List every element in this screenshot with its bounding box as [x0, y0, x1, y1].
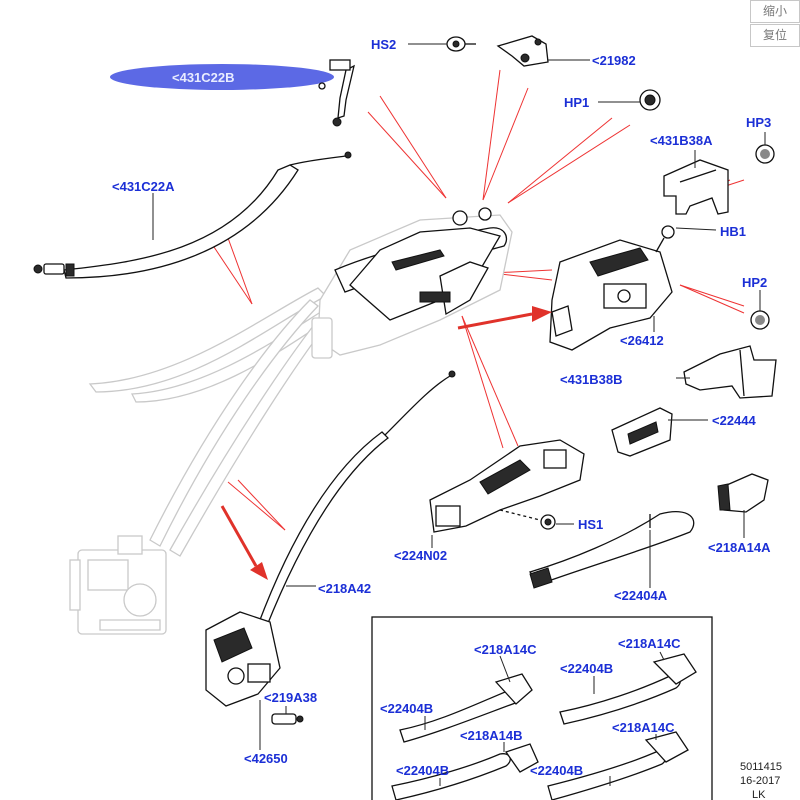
- label-218A14C-1[interactable]: <218A14C: [474, 642, 537, 657]
- label-22404B-1[interactable]: <22404B: [560, 661, 613, 676]
- part-hp1-plug: [639, 89, 661, 111]
- inset-handles: [391, 653, 697, 800]
- label-218A14A[interactable]: <218A14A: [708, 540, 771, 555]
- reference-date: 16-2017: [740, 775, 780, 787]
- label-431C22A[interactable]: <431C22A: [112, 179, 175, 194]
- part-22404A-handle: [528, 511, 695, 589]
- ghost-latch-module: [69, 535, 167, 635]
- label-218A42[interactable]: <218A42: [318, 581, 371, 596]
- part-431C22A-cable: [33, 151, 352, 279]
- label-hs1[interactable]: HS1: [578, 517, 603, 532]
- label-21982[interactable]: <21982: [592, 53, 636, 68]
- label-22404B-3[interactable]: <22404B: [396, 763, 449, 778]
- part-431C22B-rod: [318, 59, 355, 127]
- part-hs2-screw: [446, 36, 476, 52]
- part-224N02-carrier: [429, 439, 585, 533]
- label-26412[interactable]: <26412: [620, 333, 664, 348]
- exterior-handle-frame: [334, 207, 508, 321]
- part-218A42-cable: [257, 370, 456, 629]
- part-218A14A-cap: [717, 473, 769, 513]
- part-21982-bracket: [496, 35, 549, 67]
- part-hp2-plug: [750, 310, 770, 330]
- part-26412-latch: [549, 239, 673, 351]
- part-219A38-bolt: [271, 713, 304, 725]
- label-218A14C-2[interactable]: <218A14C: [618, 636, 681, 651]
- label-431B38A[interactable]: <431B38A: [650, 133, 713, 148]
- reset-zoom-button[interactable]: 复位: [750, 24, 800, 47]
- part-22444-gasket: [611, 407, 673, 457]
- reference-number: 5011415: [740, 761, 782, 773]
- part-hs1-screw: [540, 514, 556, 530]
- label-431C22B[interactable]: <431C22B: [172, 70, 235, 85]
- label-218A14B[interactable]: <218A14B: [460, 728, 523, 743]
- part-42650-latch: [205, 611, 281, 707]
- label-hp2[interactable]: HP2: [742, 275, 767, 290]
- part-hp3-plug: [755, 144, 775, 164]
- ghost-door-cables: [88, 287, 347, 557]
- label-hp1[interactable]: HP1: [564, 95, 589, 110]
- label-22404B-2[interactable]: <22404B: [380, 701, 433, 716]
- label-431B38B[interactable]: <431B38B: [560, 372, 623, 387]
- label-hb1[interactable]: HB1: [720, 224, 746, 239]
- label-219A38[interactable]: <219A38: [264, 690, 317, 705]
- label-hp3[interactable]: HP3: [746, 115, 771, 130]
- part-hb1-bolt: [655, 225, 675, 253]
- selected-part-highlight: [110, 64, 334, 90]
- guide-lines: [207, 69, 745, 531]
- label-22444[interactable]: <22444: [712, 413, 757, 428]
- label-hs2[interactable]: HS2: [371, 37, 396, 52]
- part-431B38B-cover: [683, 345, 777, 399]
- leader-lines: [152, 43, 766, 786]
- label-22404A[interactable]: <22404A: [614, 588, 668, 603]
- reference-code: LK: [752, 789, 766, 800]
- label-224N02[interactable]: <224N02: [394, 548, 447, 563]
- part-431B38A-cover: [663, 159, 729, 215]
- label-42650[interactable]: <42650: [244, 751, 288, 766]
- label-218A14C-3[interactable]: <218A14C: [612, 720, 675, 735]
- indicator-arrows: [220, 306, 552, 580]
- variant-inset-box: [371, 616, 713, 800]
- label-22404B-4[interactable]: <22404B: [530, 763, 583, 778]
